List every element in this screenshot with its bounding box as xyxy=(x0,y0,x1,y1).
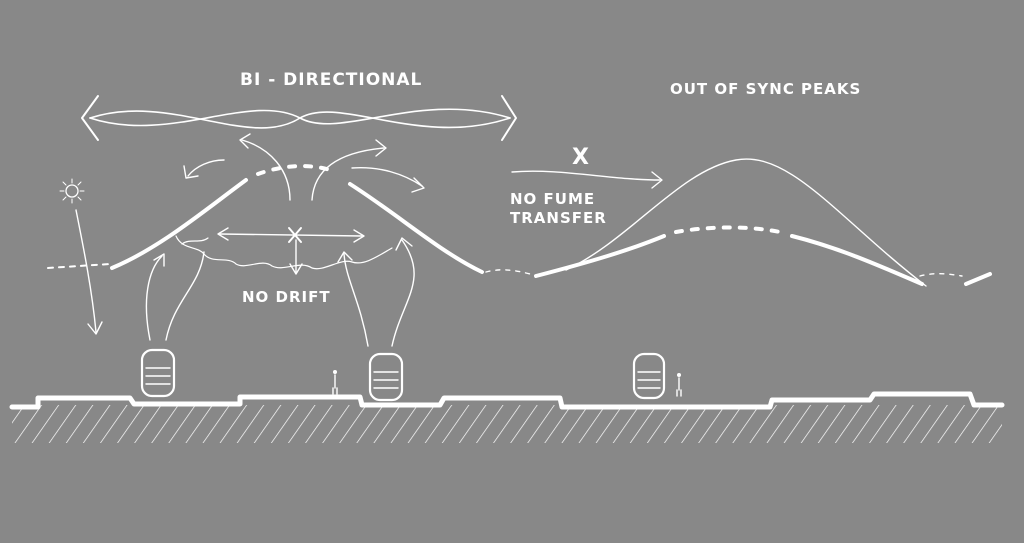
canopy-peak-right xyxy=(534,158,992,287)
train-icon xyxy=(140,348,176,398)
ground-profile xyxy=(9,391,1005,410)
no-fume-label: NO FUME xyxy=(510,190,596,208)
train-icon xyxy=(632,352,666,400)
person-icon xyxy=(676,373,682,397)
ground-hatch xyxy=(12,405,1002,443)
no-drift-label: NO DRIFT xyxy=(242,288,331,306)
out-of-sync-peaks-label: OUT OF SYNC PEAKS xyxy=(670,80,862,98)
canopy-peak-left xyxy=(47,164,531,275)
person-icon xyxy=(332,370,338,395)
no-transfer-cross-label: X xyxy=(572,145,590,170)
ground xyxy=(9,391,1005,443)
airflow-arrows xyxy=(145,133,425,347)
cross-icon xyxy=(288,227,302,243)
transfer-label: TRANSFER xyxy=(510,209,607,227)
train-icon xyxy=(368,352,404,402)
fume-transfer-arrow xyxy=(511,170,663,189)
smoke-cloud xyxy=(175,235,393,270)
bi-directional-arrow xyxy=(81,95,517,141)
sun-icon xyxy=(59,178,103,335)
bi-directional-label: BI - DIRECTIONAL xyxy=(240,70,423,90)
